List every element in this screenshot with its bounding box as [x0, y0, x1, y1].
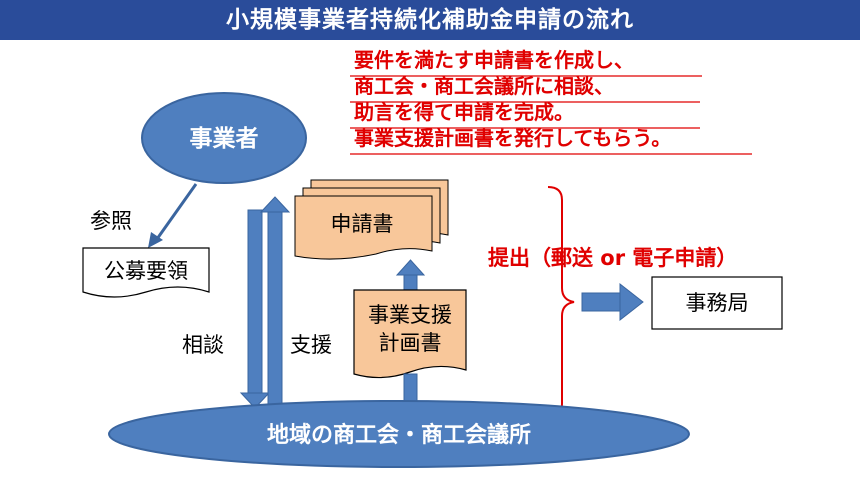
plan-to-application-head: [395, 259, 426, 276]
instruction-line-3: 助言を得て申請を完成。: [354, 100, 574, 124]
plan-to-application-shaft: [403, 273, 418, 291]
application-label: 申請書: [331, 212, 394, 236]
instruction-line-4: 事業支援計画書を発行してもらう。: [354, 126, 672, 150]
page-title: 小規模事業者持続化補助金申請の流れ: [0, 0, 860, 40]
support-arrow-head: [259, 196, 291, 213]
instruction-line-1: 要件を満たす申請書を作成し、: [354, 48, 634, 72]
support-plan-label-1: 事業支援: [368, 303, 452, 327]
guidelines-label: 公募要領: [104, 259, 188, 283]
reference-arrow: [155, 183, 198, 240]
submit-bracket: [547, 186, 575, 418]
reference-label: 参照: [90, 209, 132, 233]
office-node: [651, 276, 783, 330]
submit-arrow-shaft: [581, 292, 621, 312]
guidelines-document: [82, 247, 210, 298]
chamber-node: [108, 400, 690, 468]
chamber-label: 地域の商工会・商工会議所: [267, 422, 531, 448]
submit-arrow-head: [619, 282, 644, 322]
consult-arrow-head: [239, 392, 271, 409]
consult-arrow-shaft: [247, 209, 263, 394]
support-plan-document: [353, 289, 467, 379]
support-plan-label-2: 計画書: [379, 331, 442, 355]
reference-arrow-head: [148, 232, 163, 248]
support-label: 支援: [290, 333, 332, 357]
support-arrow-shaft: [267, 211, 283, 405]
instruction-line-2: 商工会・商工会議所に相談、: [354, 74, 614, 98]
business-owner-label: 事業者: [190, 125, 259, 152]
consult-label: 相談: [182, 333, 224, 357]
business-owner-node: [141, 92, 307, 184]
application-doc-front: [294, 195, 433, 260]
office-label: 事務局: [686, 291, 749, 315]
submit-label: 提出（郵送 or 電子申請）: [488, 246, 738, 270]
